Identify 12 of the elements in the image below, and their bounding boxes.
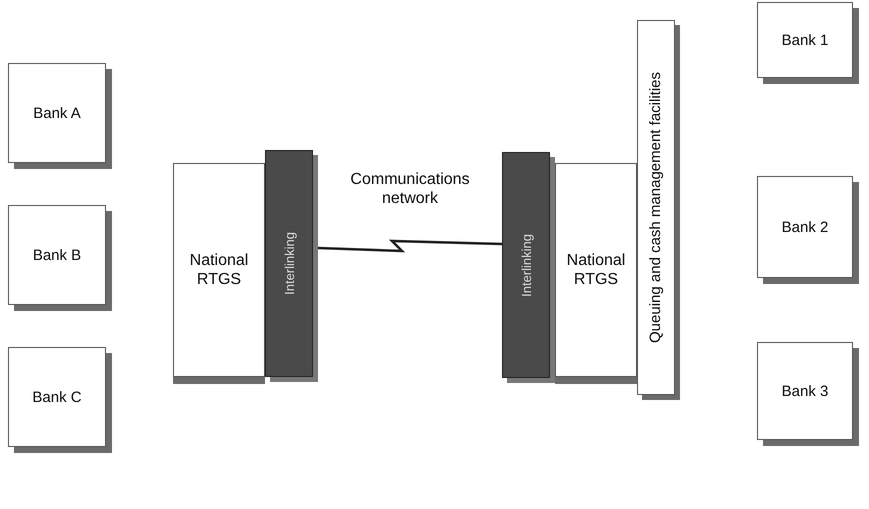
node-label: Interlinking (282, 232, 296, 295)
node-label: National RTGS (188, 250, 250, 290)
node-label: Bank 3 (782, 382, 828, 400)
node-label: Interlinking (518, 234, 534, 296)
communication-link-line (318, 240, 502, 252)
node-label: Bank 1 (782, 32, 828, 48)
node-label: Bank 2 (782, 218, 828, 236)
node-label: Queuing and cash management facilities (647, 72, 665, 343)
node-label: Bank B (32, 246, 82, 264)
node-label: Bank A (33, 104, 81, 122)
node-label: National RTGS (566, 250, 626, 290)
node-label: Bank C (32, 388, 82, 406)
